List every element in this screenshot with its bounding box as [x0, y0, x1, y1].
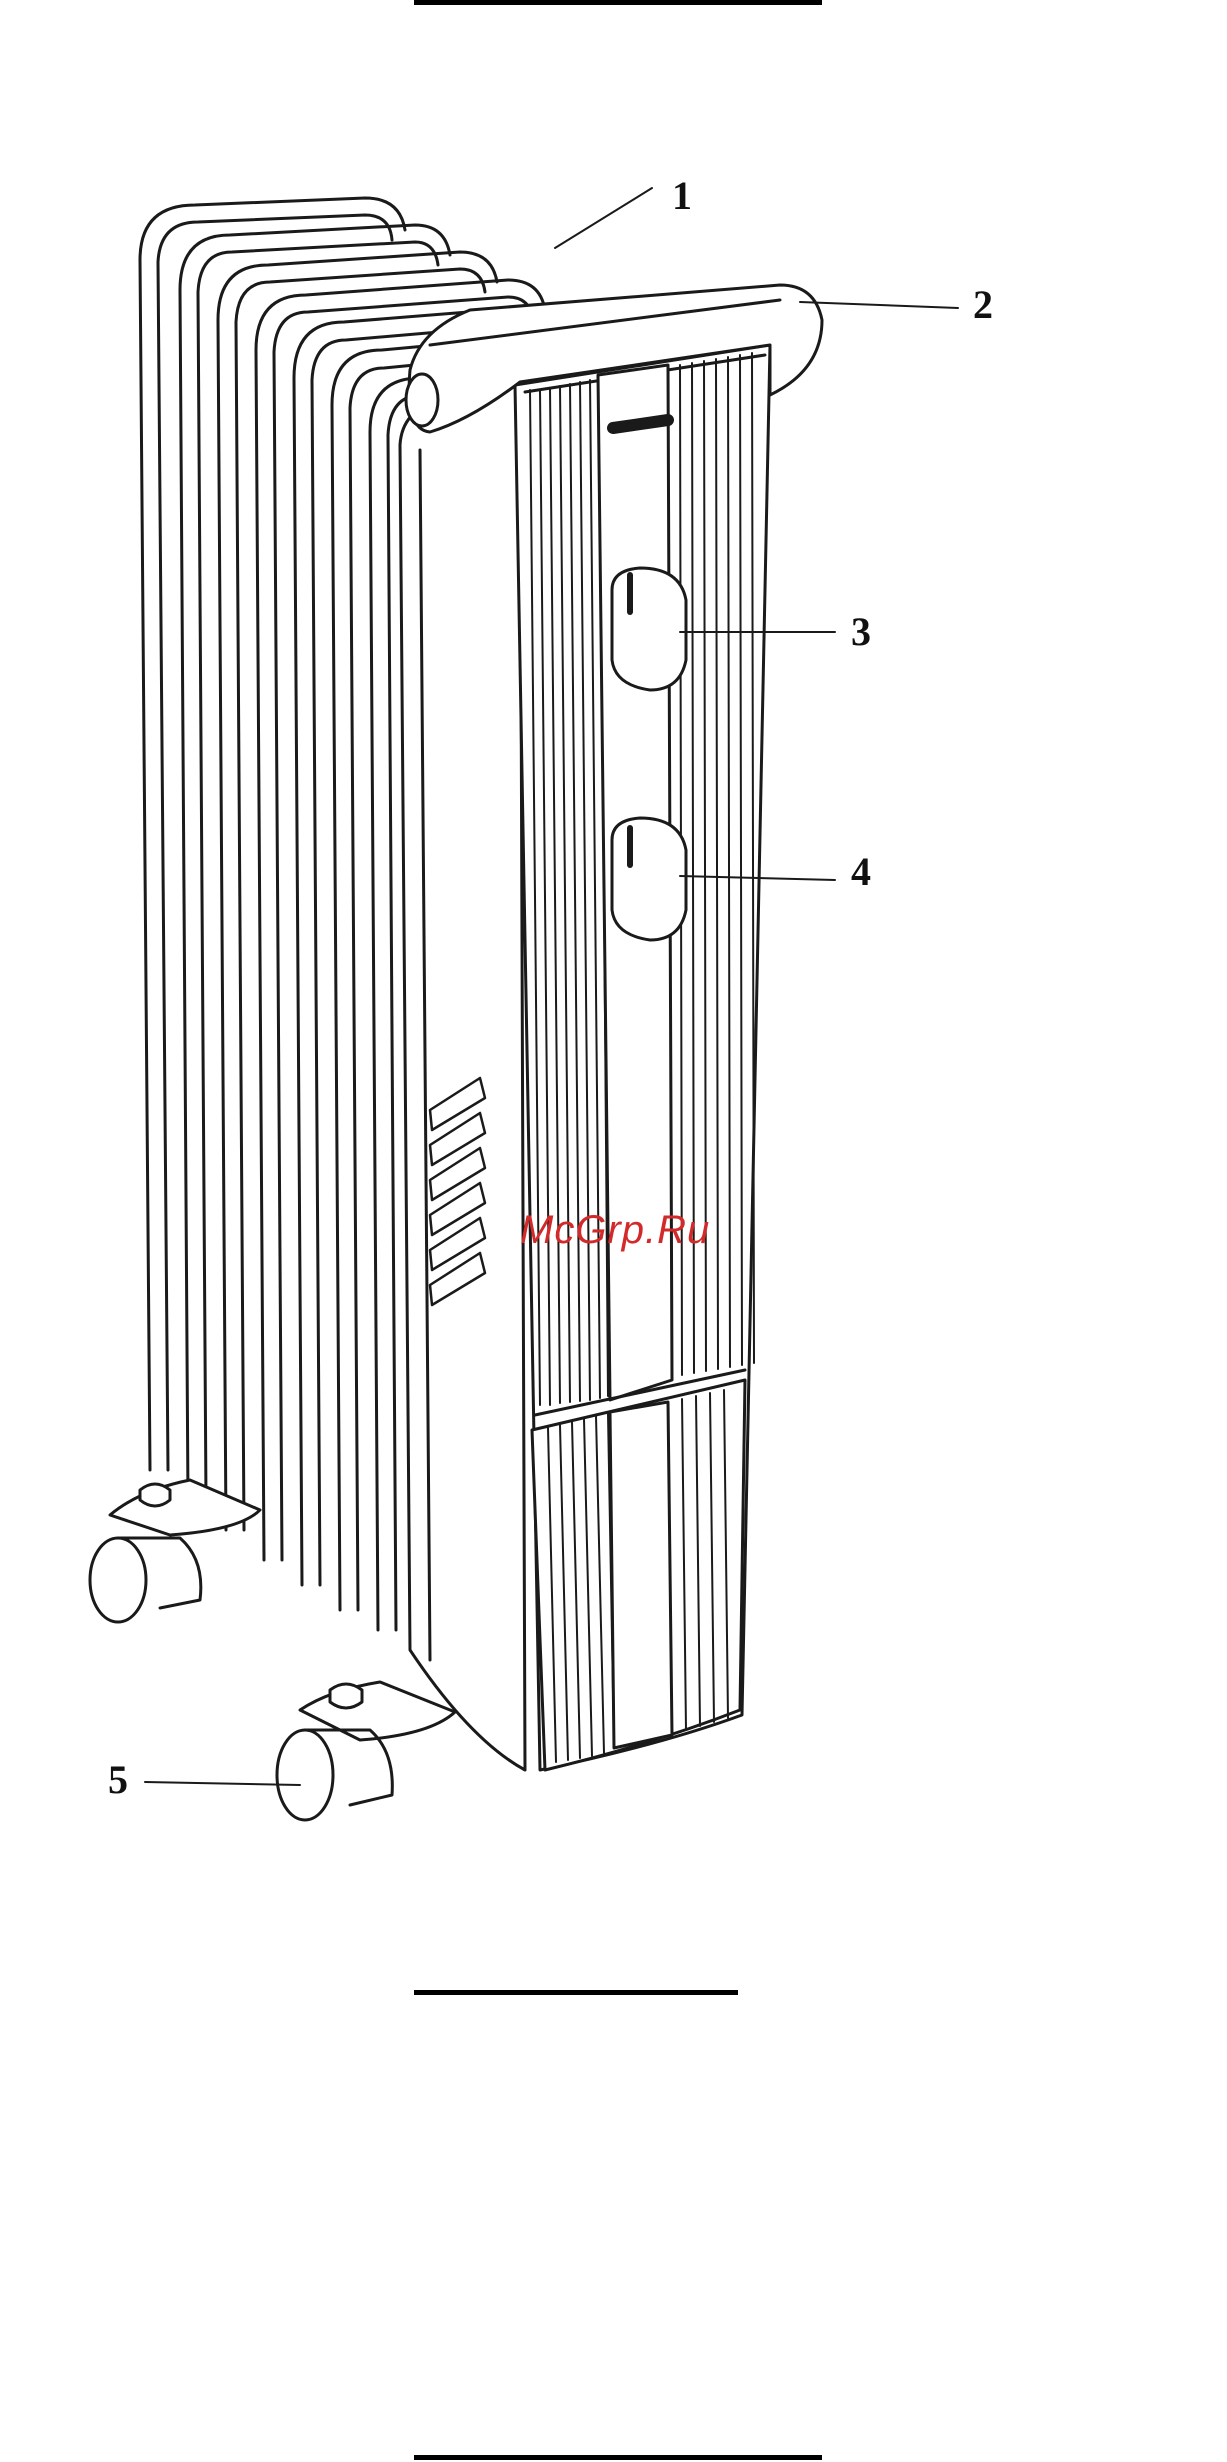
front-castor-nut — [330, 1684, 362, 1708]
callout-5: 5 — [108, 1760, 128, 1800]
rear-castor — [90, 1480, 260, 1622]
leader-1 — [555, 188, 652, 248]
leader-2 — [800, 302, 958, 308]
side-panel — [400, 385, 525, 1770]
callout-3: 3 — [851, 612, 871, 652]
front-castor — [277, 1682, 455, 1820]
indicator-light — [613, 420, 668, 428]
heater-body — [400, 285, 822, 1770]
upper-knob — [612, 568, 686, 690]
base-window — [610, 1402, 672, 1748]
watermark: McGrp.Ru — [520, 1208, 710, 1253]
callout-1: 1 — [672, 176, 692, 216]
callout-2: 2 — [973, 285, 993, 325]
callout-4: 4 — [851, 852, 871, 892]
rear-castor-nut — [140, 1484, 170, 1506]
handle-end — [406, 374, 438, 426]
lower-knob — [612, 818, 686, 940]
